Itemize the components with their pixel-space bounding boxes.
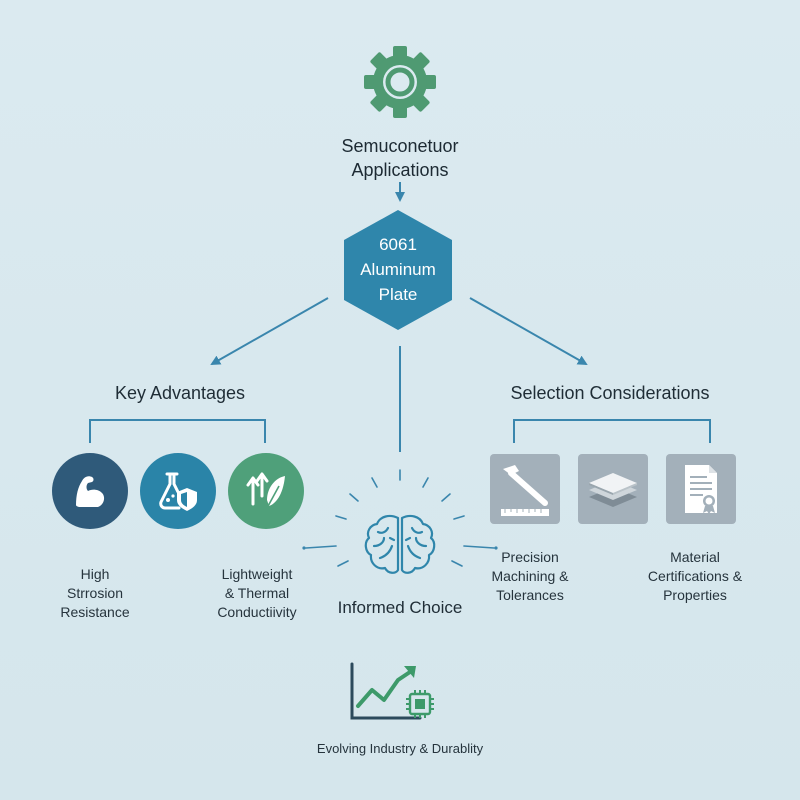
advantages-title: Key Advantages (114, 383, 246, 403)
top-node-line-1: Semuconetuor (341, 136, 459, 156)
certificate-icon (685, 465, 717, 514)
consideration-tile-certification (666, 454, 736, 524)
advantage-caption-a-line-1: High (80, 566, 110, 582)
advantage-caption-a-line-2: Strrosion (66, 585, 124, 601)
advantage-circle-lightweight (228, 453, 304, 529)
consideration-caption-b-line-2: Certifications & (647, 568, 743, 584)
evolving-industry-label: Evolving Industry & Durablity (316, 741, 484, 756)
advantage-caption-corrosion: High Strrosion Resistance (40, 565, 150, 622)
consideration-tile-plates (578, 454, 648, 524)
advantage-caption-b-line-1: Lightweight (221, 566, 293, 582)
consideration-caption-precision: Precision Machining & Tolerances (470, 548, 590, 605)
consideration-caption-a-line-1: Precision (501, 549, 559, 565)
ruler-caliper-icon (501, 465, 549, 516)
consideration-tile-precision (490, 454, 560, 524)
center-node-line-1: 6061 (379, 235, 417, 254)
stacked-plates-icon (589, 473, 637, 507)
advantage-circle-strength (52, 453, 128, 529)
center-hexagon (344, 210, 452, 330)
consideration-caption-certification: Material Certifications & Properties (630, 548, 760, 605)
advantages-bracket (89, 419, 266, 443)
connector-center-to-advantages (210, 297, 329, 365)
advantage-circle-corrosion (140, 453, 216, 529)
center-node-line-3: Plate (378, 285, 418, 304)
flexed-arm-icon (76, 476, 105, 507)
consideration-caption-b-line-3: Properties (663, 587, 727, 603)
growth-chip-icon (350, 662, 434, 720)
consideration-caption-b-line-1: Material (670, 549, 720, 565)
advantage-caption-b-line-2: & Thermal (224, 585, 290, 601)
connector-center-to-considerations (469, 297, 588, 365)
center-node-line-2: Aluminum (360, 260, 436, 279)
flask-shield-icon (159, 472, 197, 511)
considerations-title: Selection Considerations (510, 383, 710, 403)
center-node-label: 6061 Aluminum Plate (342, 232, 454, 307)
consideration-caption-a-line-3: Tolerances (496, 587, 564, 603)
informed-choice-label: Informed Choice (337, 598, 463, 617)
top-node-label: Semuconetuor Applications (300, 134, 500, 182)
brain-rays (302, 469, 498, 567)
top-node-line-2: Applications (351, 160, 449, 180)
advantage-caption-b-line-3: Conductiivity (217, 604, 297, 620)
consideration-caption-a-line-2: Machining & (491, 568, 569, 584)
gear-icon (364, 46, 436, 118)
brain-icon (364, 514, 436, 574)
considerations-bracket (513, 419, 711, 443)
advantage-caption-lightweight: Lightweight & Thermal Conductiivity (195, 565, 319, 622)
advantage-caption-a-line-3: Resistance (60, 604, 130, 620)
arrows-feather-icon (246, 472, 285, 509)
